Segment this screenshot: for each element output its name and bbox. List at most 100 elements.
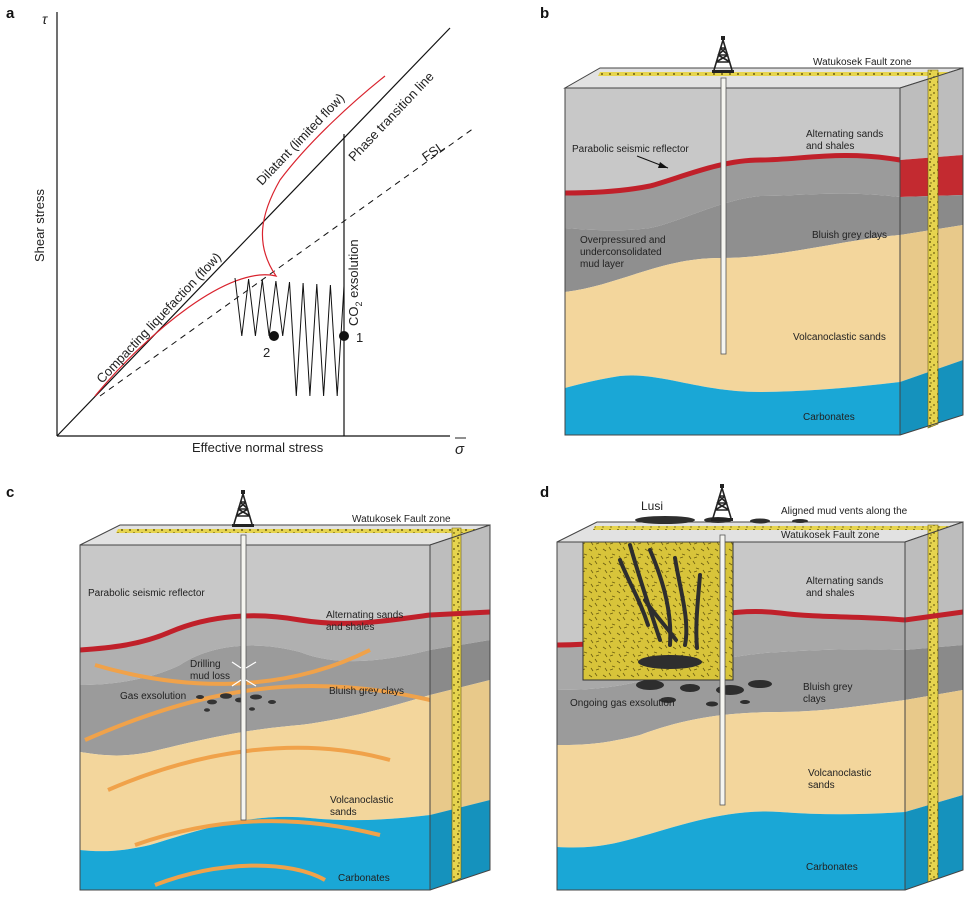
orange-arc-2 xyxy=(84,683,431,742)
overpressured-mud-layer xyxy=(565,193,900,292)
c-reflector-label: Parabolic seismic reflector xyxy=(88,588,205,599)
c-alt-label-1: Alternating sands xyxy=(326,610,403,621)
d-volc-label-1: Volcanoclastic xyxy=(808,768,871,779)
b-alt-label-1: Alternating sands xyxy=(806,129,883,140)
fault-zone-vertical xyxy=(927,69,939,429)
d-fault-zone-surface xyxy=(593,526,959,530)
d-carb-label: Carbonates xyxy=(806,862,858,873)
c-alt-label-2: and shales xyxy=(326,622,374,633)
orange-arc-3 xyxy=(107,745,391,792)
parabolic-reflector xyxy=(564,153,901,196)
c-carbonates-layer xyxy=(80,815,430,890)
drilling-rig-icon xyxy=(711,35,735,74)
b-over-label-1: Overpressured and xyxy=(580,235,666,246)
d-alt-label-2: and shales xyxy=(806,588,854,599)
c-drilling-label-1: Drilling xyxy=(190,659,221,670)
y-axis-label: Shear stress xyxy=(32,189,47,262)
mud-loss-arrows xyxy=(231,661,257,687)
reflector-arrowhead xyxy=(658,162,668,168)
d-alt-label-1: Alternating sands xyxy=(806,576,883,587)
b-over-label-3: mud layer xyxy=(580,259,625,270)
d-carbonates-layer xyxy=(557,811,905,890)
block-top-face xyxy=(563,67,964,89)
fault-zone-surface xyxy=(598,72,960,76)
d-fault-zone-vertical xyxy=(927,524,939,883)
d-block-outline xyxy=(556,541,906,891)
c-carb-label: Carbonates xyxy=(338,873,390,884)
b-carb-label: Carbonates xyxy=(803,412,855,423)
d-aligned-label: Aligned mud vents along the xyxy=(781,506,908,517)
panel-b-letter: b xyxy=(540,5,549,22)
c-volcanoclastic-layer xyxy=(80,695,430,852)
d-clay-layer xyxy=(557,649,905,745)
b-reflector-label: Parabolic seismic reflector xyxy=(572,144,689,155)
alternating-sands-layer xyxy=(565,88,900,193)
c-volc-label-2: sands xyxy=(330,807,357,818)
b-over-label-2: underconsolidated xyxy=(580,247,662,258)
y-axis-symbol: τ xyxy=(42,11,48,27)
stress-path-curve xyxy=(94,75,386,397)
panel-d: d xyxy=(540,483,964,891)
c-block-top-face xyxy=(79,524,491,546)
c-alternating-sands-layer xyxy=(80,545,430,650)
c-upper-clay xyxy=(80,615,430,685)
c-gas-label: Gas exsolution xyxy=(120,691,186,702)
borehole xyxy=(720,77,727,355)
d-fault-label: Watukosek Fault zone xyxy=(781,530,880,541)
d-volc-label-2: sands xyxy=(808,780,835,791)
cyclic-loading-oscillation xyxy=(234,277,345,397)
panel-b: b Watukosek Fault zone Parabolic seismic… xyxy=(540,5,964,436)
volcanoclastic-sands-layer xyxy=(565,235,900,392)
point-1-marker xyxy=(339,331,349,341)
clay-layer-upper xyxy=(565,155,900,231)
d-borehole xyxy=(719,534,726,806)
c-reflector xyxy=(79,609,491,653)
d-drilling-rig-icon xyxy=(710,483,734,522)
d-mud-blobs xyxy=(635,516,808,707)
point-1-label: 1 xyxy=(356,330,363,345)
panel-d-letter: d xyxy=(540,484,549,501)
panel-a-letter: a xyxy=(6,5,15,22)
b-clays-label: Bluish grey clays xyxy=(812,230,887,241)
block-outline xyxy=(564,87,901,436)
compacting-label: Compacting liquefaction (flow) xyxy=(93,249,224,386)
d-side-outline xyxy=(904,521,964,891)
x-axis-label: Effective normal stress xyxy=(192,440,324,455)
d-block-top-face xyxy=(556,521,964,543)
c-clays-label: Bluish grey clays xyxy=(329,686,404,697)
point-2-marker xyxy=(269,331,279,341)
d-gas-label: Ongoing gas exsolution xyxy=(570,698,675,709)
dilatant-label: Dilatant (limited flow) xyxy=(253,90,347,188)
panel-c-letter: c xyxy=(6,484,14,501)
fsl-label: FSL xyxy=(419,138,447,164)
point-2-label: 2 xyxy=(263,345,270,360)
x-axis-symbol: σ xyxy=(455,441,465,458)
d-volcanoclastic-layer xyxy=(557,700,905,848)
b-alt-label-2: and shales xyxy=(806,141,854,152)
c-borehole xyxy=(240,534,247,821)
c-volc-label-1: Volcanoclastic xyxy=(330,795,393,806)
d-clays-label-1: Bluish grey xyxy=(803,682,852,693)
phase-transition-line xyxy=(56,27,451,437)
d-lusi-label: Lusi xyxy=(641,499,663,513)
b-volc-label: Volcanoclastic sands xyxy=(793,332,886,343)
orange-arc-5 xyxy=(154,863,326,887)
fsl-line xyxy=(99,127,475,397)
c-drilling-rig-icon xyxy=(231,489,255,528)
d-clays-label-2: clays xyxy=(803,694,826,705)
c-drilling-label-2: mud loss xyxy=(190,671,230,682)
co2-label: CO2 exsolution xyxy=(346,239,364,326)
mud-conduits xyxy=(618,543,702,650)
c-block-outline xyxy=(79,544,431,891)
carbonates-layer xyxy=(565,375,900,435)
c-fault-label: Watukosek Fault zone xyxy=(352,514,451,525)
c-fault-zone-vertical xyxy=(451,527,462,883)
panel-a: a τ σ Shear stress Effective normal stre… xyxy=(6,5,475,458)
orange-arc-1 xyxy=(94,648,371,686)
orange-arc-4 xyxy=(134,819,381,847)
c-fault-zone-surface xyxy=(116,529,486,533)
b-fault-label: Watukosek Fault zone xyxy=(813,57,912,68)
c-side-outline xyxy=(429,524,491,891)
side-outline xyxy=(899,67,964,436)
